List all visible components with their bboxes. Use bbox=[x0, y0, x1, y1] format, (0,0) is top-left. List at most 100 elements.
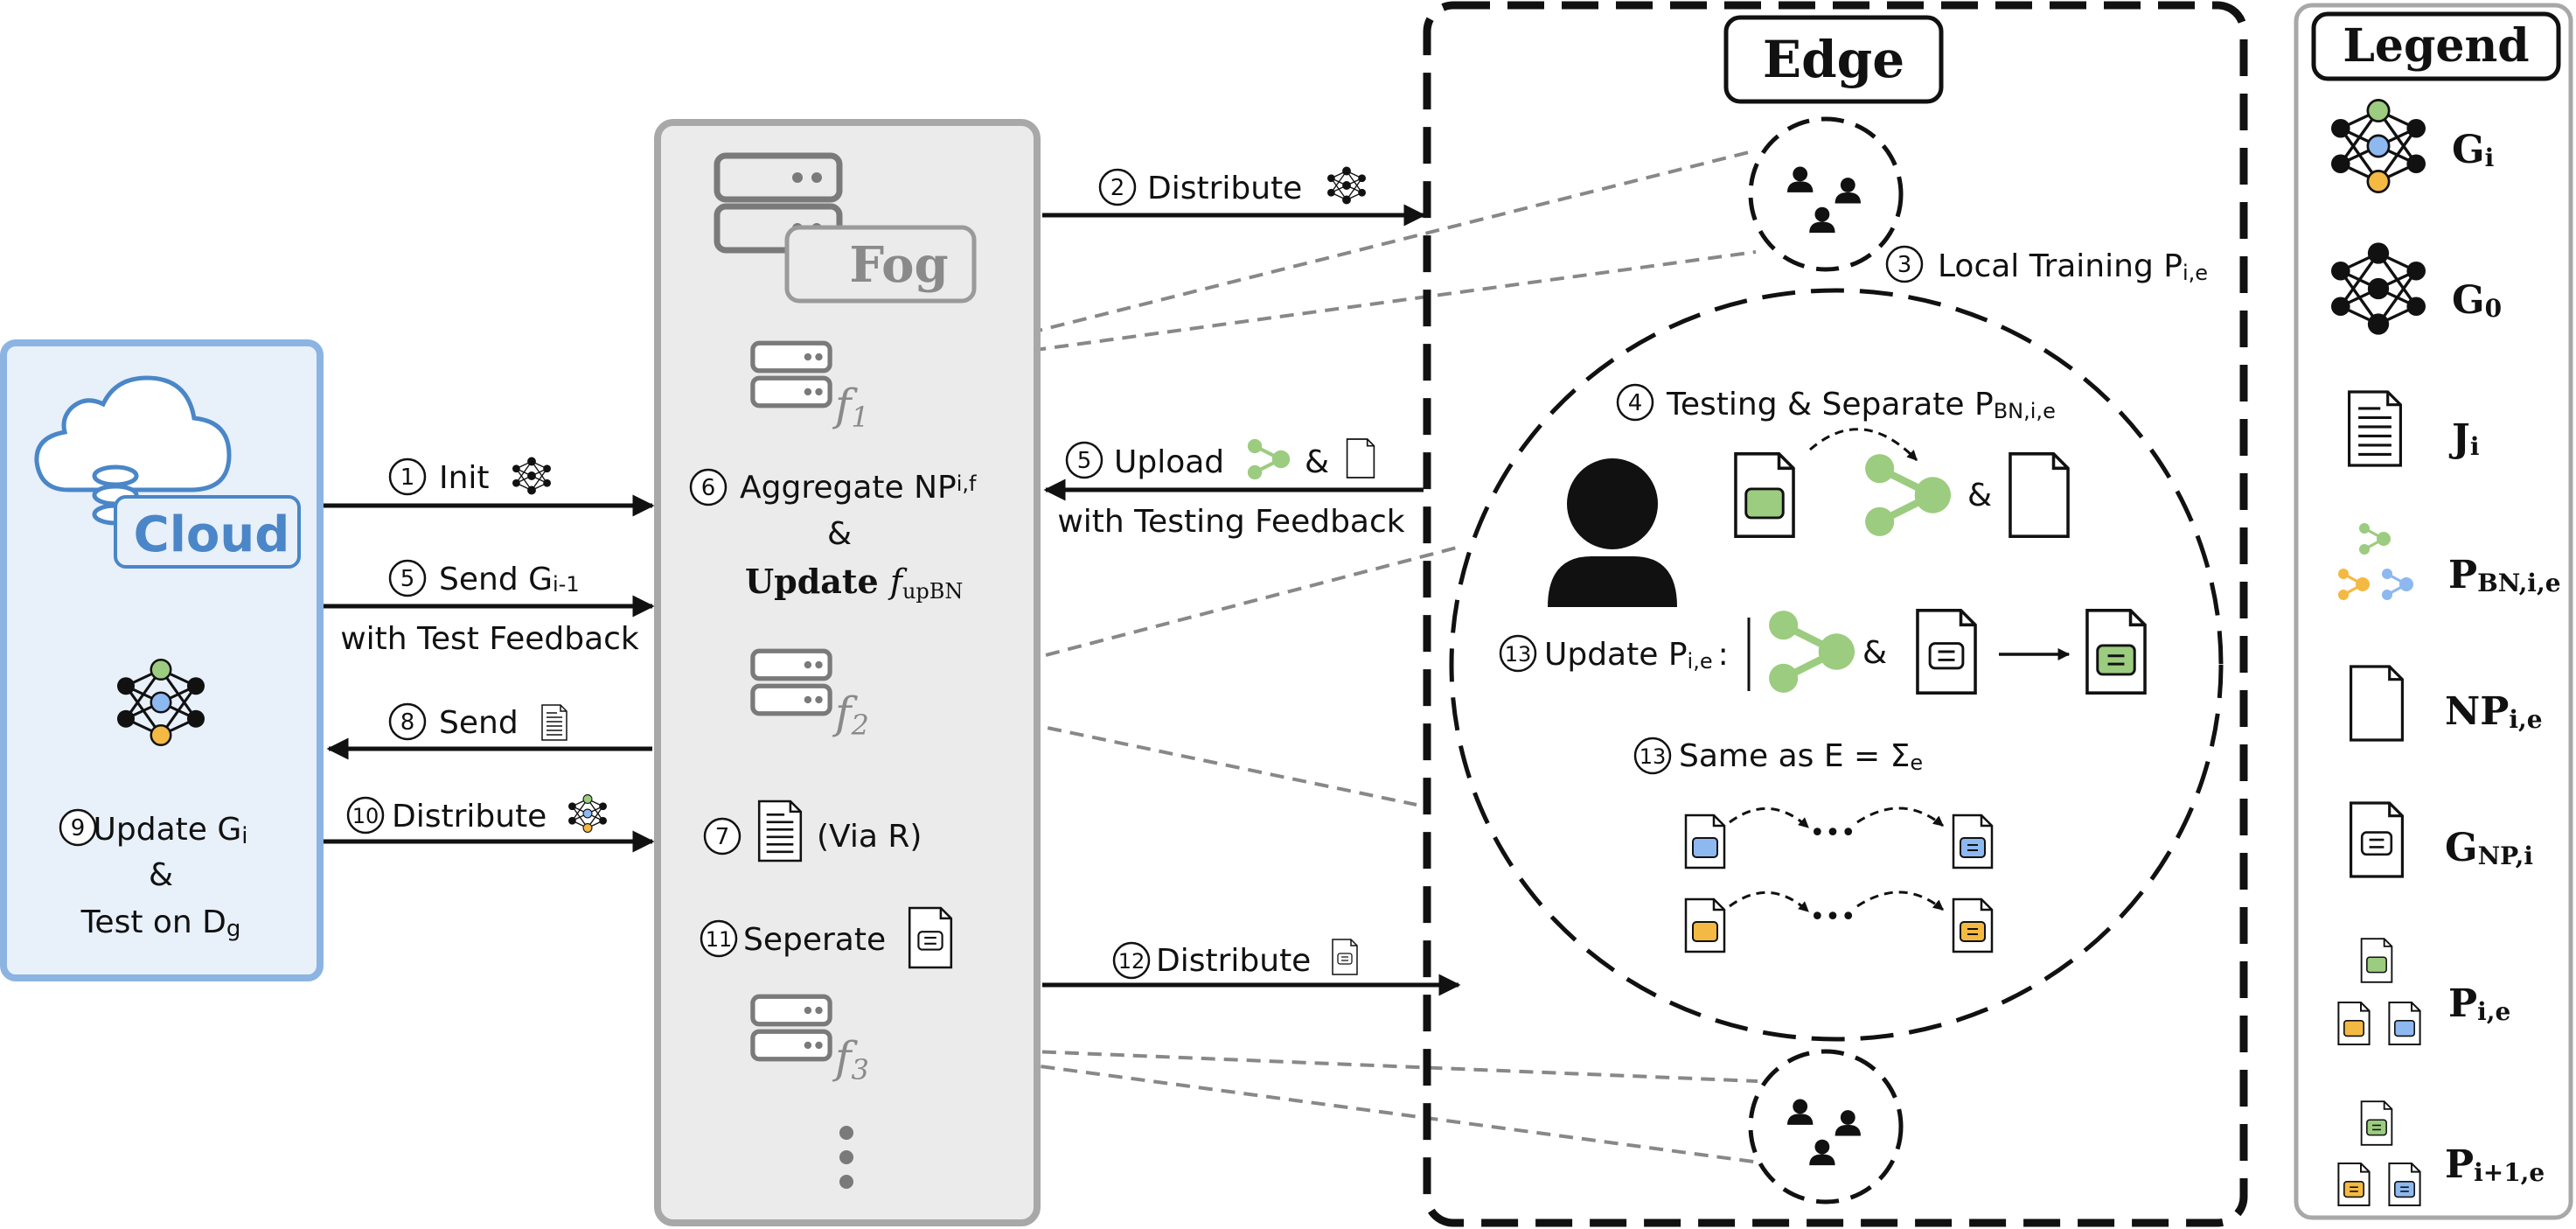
fog-step-11: 11 bbox=[700, 919, 738, 958]
fog-more-dots bbox=[839, 1126, 853, 1189]
arrow-distribute-10-label: Distribute bbox=[392, 799, 547, 834]
edge-update-colon: : bbox=[1718, 637, 1729, 673]
fog-label: Fog bbox=[849, 236, 948, 294]
update-white-doc-icon bbox=[1916, 609, 1977, 695]
arrow-test-feedback-label: with Test Feedback bbox=[340, 621, 639, 657]
svg-text:8: 8 bbox=[400, 709, 415, 736]
svg-text:1: 1 bbox=[400, 464, 415, 491]
cloud-test-sub: g bbox=[226, 916, 241, 942]
svg-text:Testing & Separate PBN,i,e: Testing & Separate PBN,i,e bbox=[1666, 387, 2056, 423]
edge-panel bbox=[1423, 1, 2248, 1227]
arrow-init-label: Init bbox=[439, 460, 490, 496]
svg-text:5: 5 bbox=[1077, 448, 1092, 474]
edge-cluster-top bbox=[1748, 116, 1904, 272]
svg-text:3: 3 bbox=[1897, 252, 1912, 278]
arrow-distribute-12-label: Distribute bbox=[1156, 943, 1311, 979]
fog-aggregate-text: Aggregate NP bbox=[740, 470, 957, 506]
step-4-badge: 4 bbox=[1616, 383, 1654, 422]
arrow-testing-feedback-label: with Testing Feedback bbox=[1057, 504, 1404, 540]
legend-ji-label: J bbox=[2448, 416, 2470, 461]
edge-cluster-bottom bbox=[1748, 1049, 1904, 1205]
seq-blue-arrow-2 bbox=[1856, 807, 1944, 827]
seq-orange-doc-start bbox=[1684, 897, 1726, 953]
step-3-badge: 3 bbox=[1885, 245, 1924, 283]
distribute-g0-icon bbox=[1326, 165, 1367, 206]
svg-text:Test on Dg: Test on Dg bbox=[80, 904, 241, 942]
edge-testing-sub: BN,i,e bbox=[1994, 399, 2056, 423]
testing-curved-arrow bbox=[1809, 428, 1918, 462]
step-5-badge-cloud: 5 bbox=[388, 559, 427, 597]
svg-text:4: 4 bbox=[1628, 390, 1643, 416]
report-doc-icon bbox=[757, 800, 803, 862]
arrow-distribute-2-label: Distribute bbox=[1147, 171, 1302, 206]
edge-title-box bbox=[1723, 15, 1944, 104]
edge-same-as-sub: e bbox=[1910, 751, 1923, 775]
svg-text:Update Gi: Update Gi bbox=[94, 812, 248, 849]
svg-text:Update Pi,e:: Update Pi,e: bbox=[1544, 637, 1729, 674]
legend-pi1e-label: P bbox=[2445, 1142, 2474, 1187]
legend-pbn-sub: BN,i,e bbox=[2477, 569, 2560, 597]
fog-node-2-sub: 2 bbox=[851, 709, 869, 742]
svg-text:Pi,e: Pi,e bbox=[2448, 981, 2510, 1026]
svg-text:7: 7 bbox=[715, 824, 730, 850]
svg-text:Local Training Pi,e: Local Training Pi,e bbox=[1938, 248, 2208, 285]
fog-update-fn-sub: upBN bbox=[902, 579, 963, 604]
fog-aggregate-sub: i,f bbox=[957, 471, 977, 496]
fog-label-box bbox=[784, 225, 977, 304]
seq-orange-arrow-1 bbox=[1729, 890, 1810, 913]
testing-green-doc-icon bbox=[1734, 452, 1795, 538]
fog-via-text: (Via R) bbox=[817, 819, 922, 855]
arrow-send-g-sub: i-1 bbox=[553, 572, 580, 597]
arrow-upload-amp: & bbox=[1305, 444, 1329, 480]
init-model-icon bbox=[512, 456, 552, 496]
svg-text:2: 2 bbox=[1110, 175, 1125, 201]
svg-text:NPi,e: NPi,e bbox=[2445, 689, 2543, 734]
cloud-label-box bbox=[114, 495, 301, 569]
step-10-badge: 10 bbox=[346, 796, 385, 834]
client-person-icon bbox=[1548, 458, 1677, 607]
seq-orange-ellipsis: ••• bbox=[1809, 902, 1855, 932]
svg-text:5: 5 bbox=[400, 566, 415, 592]
svg-text:Aggregate NPi,f: Aggregate NPi,f bbox=[740, 470, 977, 506]
svg-text:10: 10 bbox=[352, 804, 379, 828]
update-amp: & bbox=[1862, 635, 1887, 671]
fog-step-7: 7 bbox=[703, 817, 741, 855]
legend-np-sub: i,e bbox=[2509, 705, 2542, 734]
legend-title-box bbox=[2311, 11, 2561, 81]
testing-amp: & bbox=[1967, 478, 1992, 513]
arrow-send-g-label: Send G bbox=[439, 562, 553, 597]
step-12-badge: 12 bbox=[1112, 941, 1151, 980]
cloud-update-sub: i bbox=[241, 823, 247, 849]
legend-np-icon bbox=[2350, 665, 2404, 742]
seq-orange-doc-end bbox=[1952, 897, 1994, 953]
distribute-model-icon bbox=[567, 793, 608, 834]
arrow-upload-label: Upload bbox=[1114, 444, 1224, 480]
step-13-badge-same: 13 bbox=[1633, 737, 1672, 775]
svg-text:Send Gi-1: Send Gi-1 bbox=[439, 562, 580, 597]
cloud-label: Cloud bbox=[134, 506, 290, 563]
fog-update-text: Update bbox=[745, 562, 890, 601]
step-1-badge: 1 bbox=[388, 457, 427, 496]
seq-orange-arrow-2 bbox=[1856, 890, 1944, 911]
edge-title: Edge bbox=[1763, 30, 1904, 89]
send-doc-icon bbox=[541, 704, 567, 741]
legend-gnp-sub: NP,i bbox=[2478, 841, 2533, 870]
legend-panel bbox=[2294, 3, 2573, 1220]
svg-text:11: 11 bbox=[706, 927, 733, 952]
step-13-badge-update: 13 bbox=[1499, 634, 1537, 673]
edge-same-as-text: Same as E = Σ bbox=[1679, 738, 1910, 774]
svg-text:13: 13 bbox=[1640, 744, 1667, 769]
legend-gnp-label: G bbox=[2445, 826, 2478, 870]
edge-update-sub: i,e bbox=[1688, 649, 1713, 674]
legend-gi-label: G bbox=[2452, 128, 2485, 172]
edge-testing-text: Testing & Separate P bbox=[1666, 387, 1994, 422]
step-2-badge: 2 bbox=[1098, 168, 1137, 206]
fog-amp: & bbox=[827, 516, 852, 552]
svg-text:GNP,i: GNP,i bbox=[2445, 826, 2533, 870]
legend-pbn-icon bbox=[2338, 523, 2413, 600]
seq-blue-ellipsis: ••• bbox=[1809, 818, 1855, 848]
step-8-badge: 8 bbox=[388, 702, 427, 741]
svg-text:Same as E = Σe: Same as E = Σe bbox=[1679, 738, 1923, 775]
fog-node-3-sub: 3 bbox=[852, 1053, 869, 1086]
